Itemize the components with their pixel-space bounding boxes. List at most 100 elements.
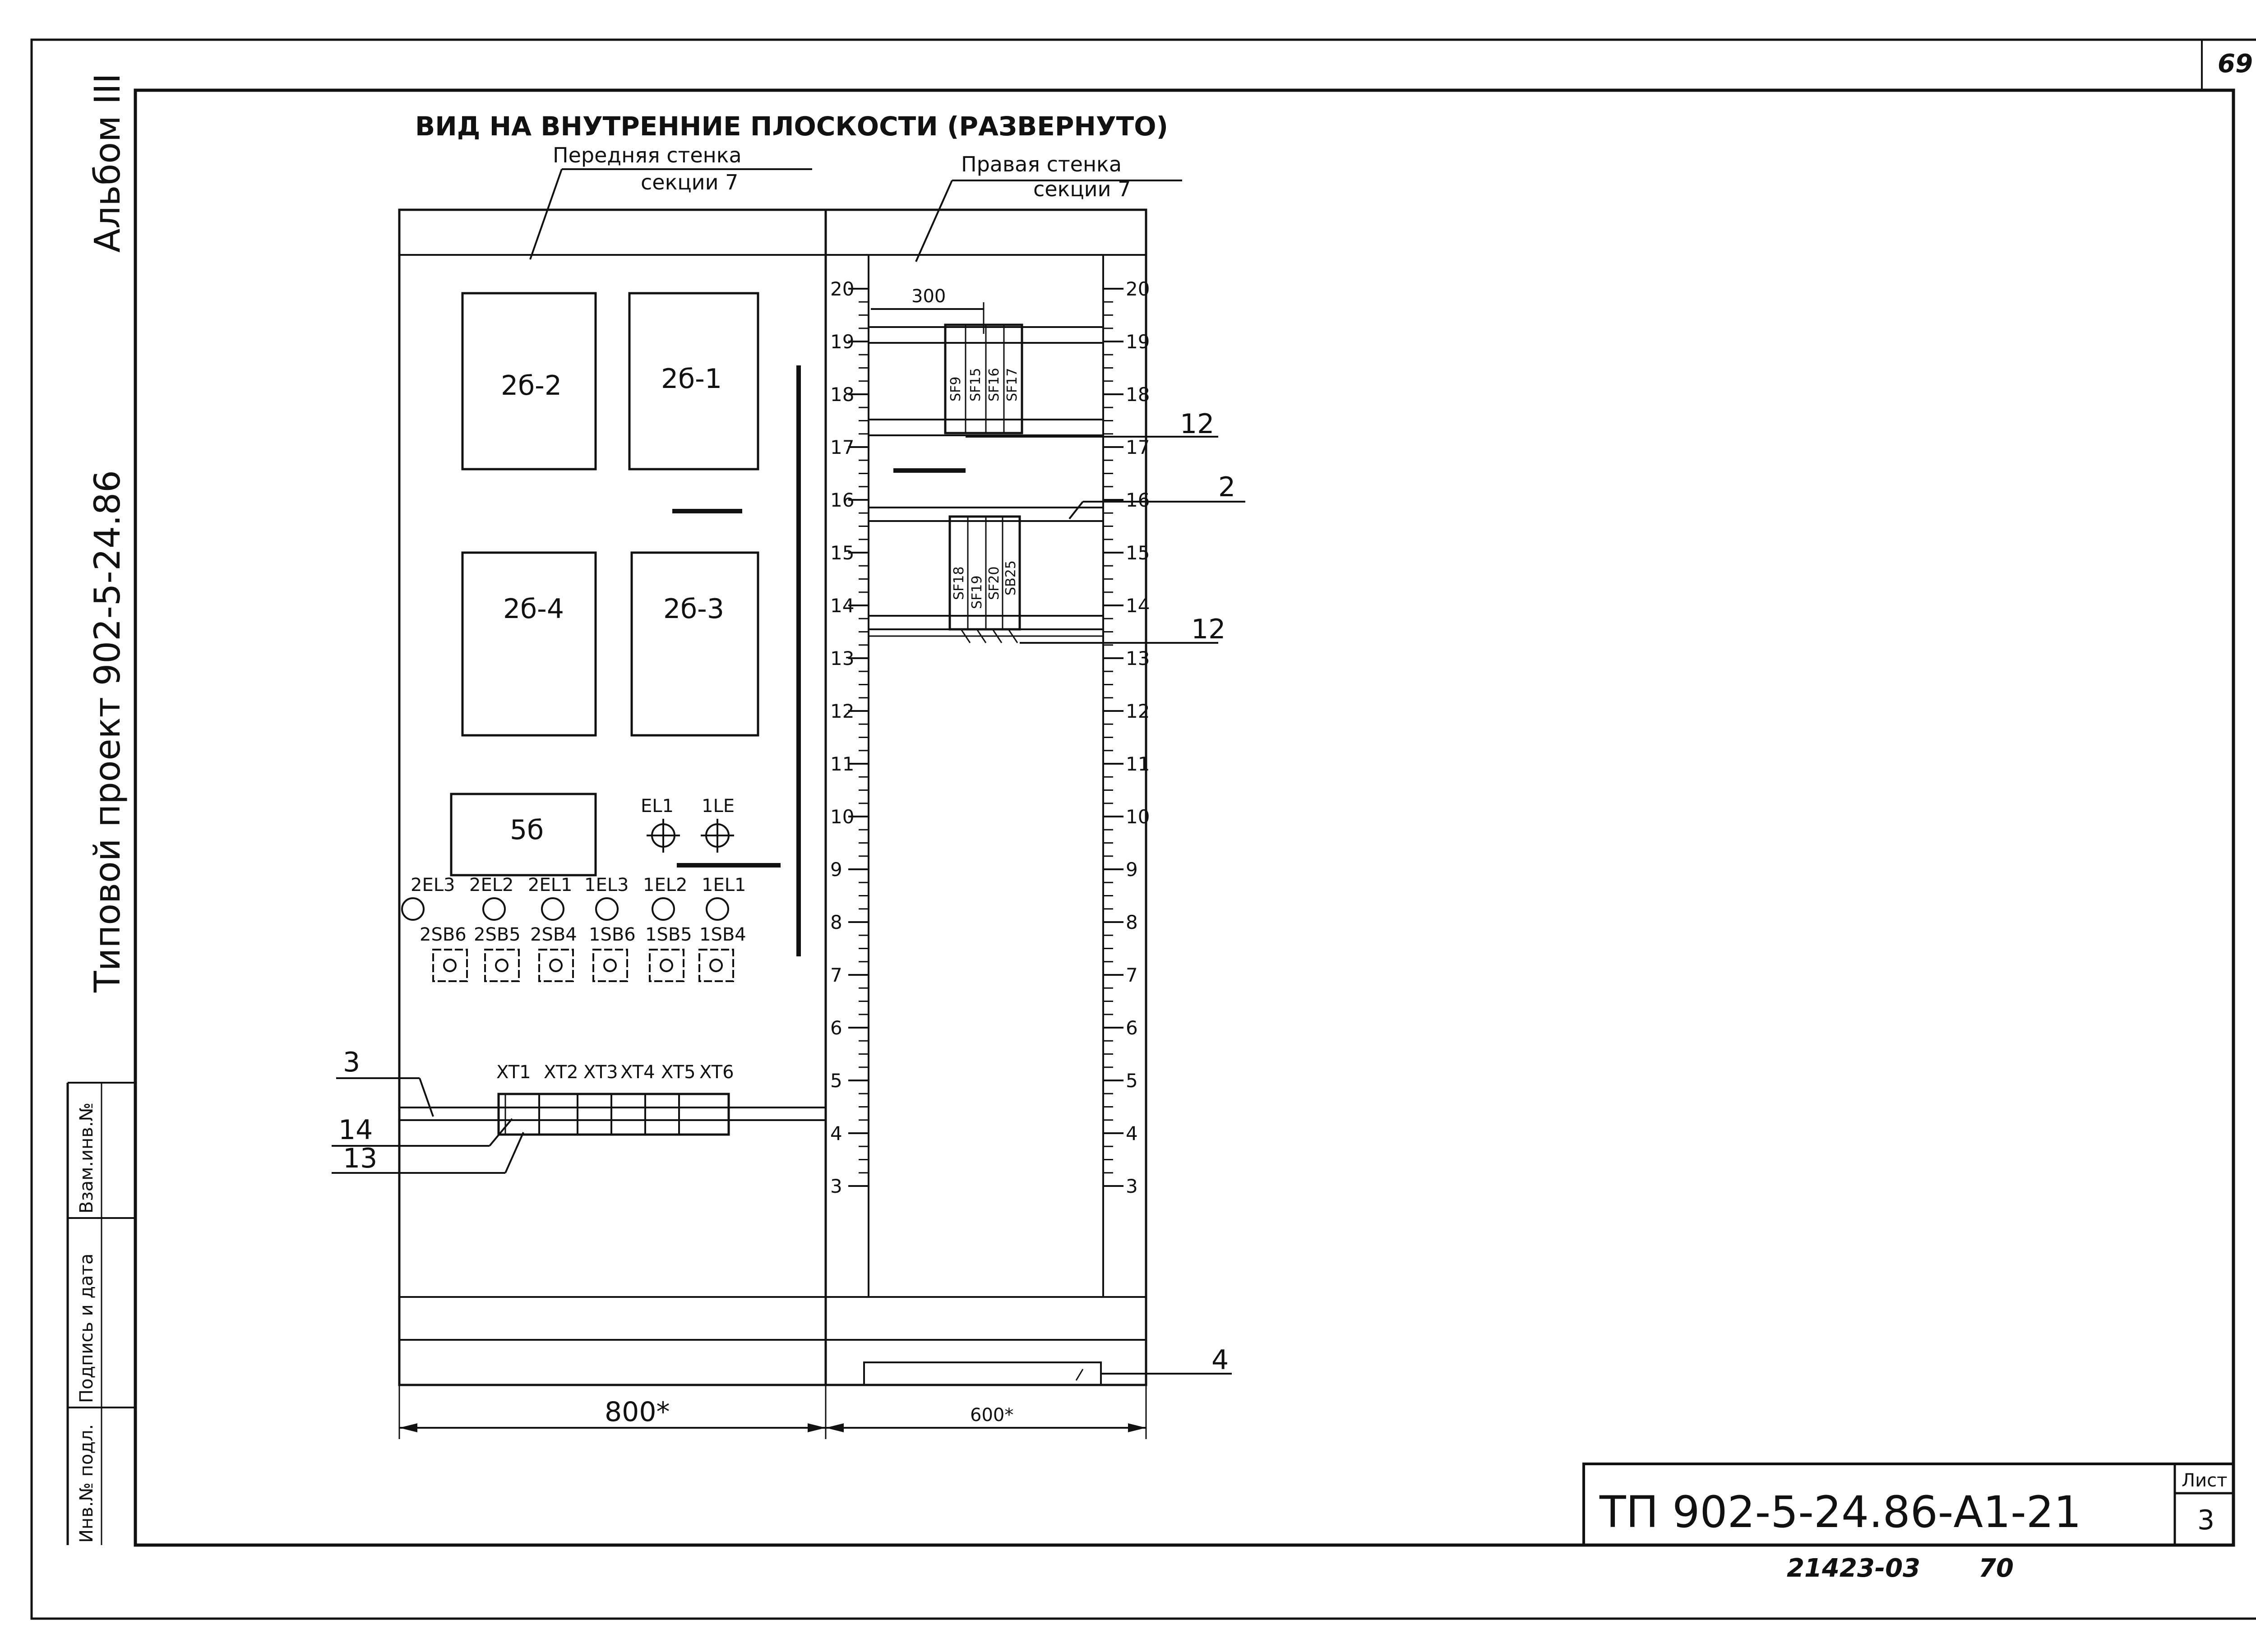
breaker-group-bottom: SF18 SF19 SF20 SB25 xyxy=(948,515,1021,643)
sheet-number: 3 xyxy=(2197,1504,2214,1536)
svg-text:2EL2: 2EL2 xyxy=(469,875,513,895)
right-wall-label-line1: Правая стенка xyxy=(961,152,1122,176)
lamp-1le-icon xyxy=(701,819,734,853)
svg-text:2б-3: 2б-3 xyxy=(663,593,724,625)
footer-archive-number: 21423-03 xyxy=(1787,1554,1920,1583)
stamp-cell-replacement-inv: Взам.инв.№ xyxy=(76,1103,97,1214)
svg-text:2б-2: 2б-2 xyxy=(501,370,562,401)
right-wall-panel: 300 SF9 SF15 SF16 SF17 SF18 SF19 SF20 SB… xyxy=(824,208,1147,1386)
ruler-label: 3 xyxy=(1126,1175,1138,1197)
pushbutton-icon xyxy=(484,949,520,982)
ruler-label: 14 xyxy=(1126,595,1150,617)
svg-text:SF18: SF18 xyxy=(951,567,967,600)
ruler-label: 6 xyxy=(830,1017,842,1039)
svg-text:SF9: SF9 xyxy=(948,377,964,401)
callout-12-top: 12 xyxy=(1180,408,1214,440)
ruler-label: 10 xyxy=(830,806,854,828)
front-wall-panel: 2б-2 2б-1 2б-4 2б-3 5б EL1 1LE xyxy=(398,208,827,1386)
dimension-800: 800* xyxy=(398,1385,827,1439)
pushbutton-icon xyxy=(649,949,684,982)
document-code: ТП 902-5-24.86-А1-21 xyxy=(1599,1487,2081,1537)
ruler-label: 12 xyxy=(1126,700,1150,722)
pushbutton-icon xyxy=(432,949,468,982)
ruler-label: 13 xyxy=(1126,647,1150,669)
svg-text:600*: 600* xyxy=(970,1405,1013,1426)
ruler-label: 18 xyxy=(1126,383,1150,406)
front-wall-label-line2: секции 7 xyxy=(641,170,738,194)
svg-text:1EL1: 1EL1 xyxy=(702,875,746,895)
svg-text:XT2: XT2 xyxy=(544,1062,578,1083)
ruler-label: 4 xyxy=(1126,1122,1138,1144)
ruler-label: 19 xyxy=(830,331,854,353)
ruler-label: 19 xyxy=(1126,331,1150,353)
ruler-label: 16 xyxy=(830,489,854,511)
svg-text:XT4: XT4 xyxy=(620,1062,655,1083)
svg-text:2EL3: 2EL3 xyxy=(411,875,455,895)
block-2b-2: 2б-2 xyxy=(461,292,597,471)
svg-text:2SB6: 2SB6 xyxy=(420,924,467,945)
outer-border xyxy=(30,38,2256,1620)
button-row: 2SB6 2SB5 2SB4 1SB6 1SB5 1SB4 xyxy=(420,924,746,982)
front-wall-label-line1: Передняя стенка xyxy=(553,143,742,167)
dimension-300: 300 xyxy=(911,286,946,307)
callout-4: 4 xyxy=(1211,1344,1229,1376)
ruler-label: 20 xyxy=(1126,278,1150,300)
lamp-el1-icon xyxy=(647,819,680,853)
ruler-label: 9 xyxy=(1126,858,1138,881)
indicator-lamp-icon xyxy=(401,897,425,921)
ruler-label: 14 xyxy=(830,595,854,617)
svg-text:XT6: XT6 xyxy=(699,1062,734,1083)
indicator-lamp-icon xyxy=(541,897,564,921)
svg-text:1EL3: 1EL3 xyxy=(584,875,629,895)
block-2b-1: 2б-1 xyxy=(628,292,759,471)
ruler-label: 7 xyxy=(1126,964,1138,986)
dimension-600: 600* xyxy=(826,1385,1147,1439)
terminal-strip: XT1 XT2 XT3 XT4 XT5 XT6 xyxy=(399,1062,826,1136)
ruler-label: 15 xyxy=(1126,542,1150,564)
lamp-label-1le: 1LE xyxy=(702,796,735,817)
ruler-label: 9 xyxy=(830,858,842,881)
svg-text:1SB6: 1SB6 xyxy=(589,924,636,945)
ruler-label: 4 xyxy=(830,1122,842,1144)
ruler-label: 16 xyxy=(1126,489,1150,511)
indicator-lamp-icon xyxy=(652,897,675,921)
svg-text:XT1: XT1 xyxy=(496,1062,531,1083)
title-block: ТП 902-5-24.86-А1-21 Лист 3 xyxy=(1582,1463,2235,1546)
breaker-group-top: SF9 SF15 SF16 SF17 xyxy=(944,323,1023,434)
svg-text:1SB4: 1SB4 xyxy=(699,924,746,945)
svg-text:2б-1: 2б-1 xyxy=(661,363,722,395)
svg-text:XT3: XT3 xyxy=(583,1062,618,1083)
callout-3: 3 xyxy=(343,1047,360,1078)
svg-text:2EL1: 2EL1 xyxy=(528,875,572,895)
callout-14: 14 xyxy=(338,1114,373,1146)
svg-text:XT5: XT5 xyxy=(661,1062,696,1083)
ruler-label: 12 xyxy=(830,700,854,722)
block-5b: 5б xyxy=(450,793,597,877)
svg-text:SF15: SF15 xyxy=(968,368,984,401)
view-heading: ВИД НА ВНУТРЕННИЕ ПЛОСКОСТИ (РАЗВЕРНУТО) xyxy=(415,111,1168,142)
svg-text:SB25: SB25 xyxy=(1003,560,1019,595)
ruler-label: 7 xyxy=(830,964,842,986)
stamp-cell-signature-date: Подпись и дата xyxy=(76,1254,97,1403)
block-2b-4: 2б-4 xyxy=(461,551,597,737)
svg-text:SF17: SF17 xyxy=(1004,368,1020,401)
svg-text:2SB5: 2SB5 xyxy=(474,924,521,945)
indicator-lamp-icon xyxy=(482,897,506,921)
svg-text:SF20: SF20 xyxy=(986,567,1002,600)
svg-text:2б-4: 2б-4 xyxy=(503,593,564,625)
pushbutton-icon xyxy=(538,949,574,982)
ruler-label: 18 xyxy=(830,383,854,406)
side-album-title: Альбом III xyxy=(88,73,128,253)
pushbutton-icon xyxy=(592,949,628,982)
svg-text:1EL2: 1EL2 xyxy=(643,875,687,895)
ruler-label: 10 xyxy=(1126,806,1150,828)
ruler-label: 17 xyxy=(830,436,854,458)
ruler-label: 8 xyxy=(1126,911,1138,933)
ruler-label: 5 xyxy=(830,1070,842,1092)
callout-12-bottom: 12 xyxy=(1191,614,1225,645)
ruler-label: 15 xyxy=(830,542,854,564)
callout-2: 2 xyxy=(1218,471,1235,503)
